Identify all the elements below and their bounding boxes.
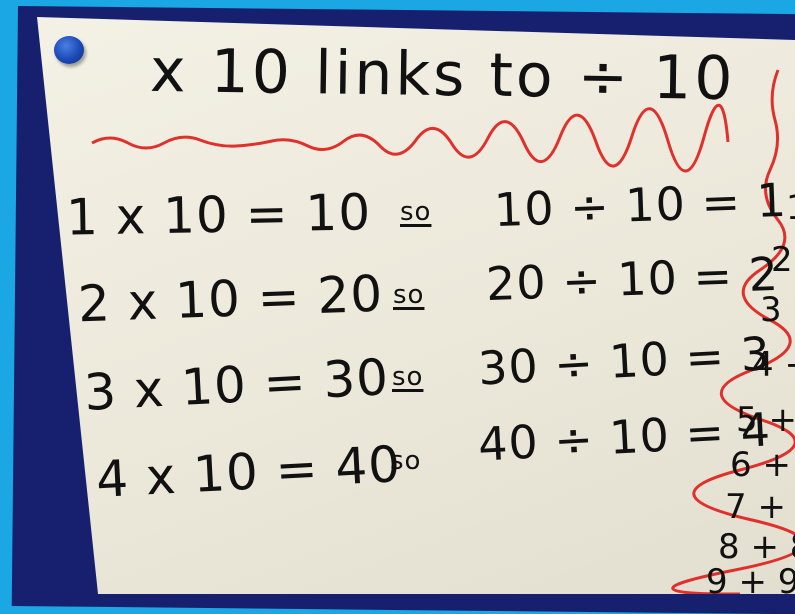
right-column-4: 4 + bbox=[752, 345, 795, 385]
equation-row-1-rhs: 10 ÷ 10 = 1 bbox=[493, 172, 788, 238]
right-column-6: 6 + 6 bbox=[730, 445, 795, 485]
right-column-5: 5 + bbox=[736, 400, 795, 440]
right-column-9: 9 + 9 bbox=[706, 562, 795, 602]
right-column-2: 2 bbox=[771, 240, 793, 280]
equation-row-2-lhs: 2 x 10 = 20 bbox=[77, 264, 385, 334]
push-pin-icon bbox=[54, 36, 84, 64]
equation-row-4-so: so bbox=[390, 446, 422, 476]
chart-title: x 10 links to ÷ 10 bbox=[149, 35, 736, 115]
equation-row-2-rhs: 20 ÷ 10 = 2 bbox=[485, 246, 780, 312]
right-column-8: 8 + 8 bbox=[718, 527, 795, 567]
equation-row-2-so: so bbox=[393, 280, 425, 310]
right-column-3: 3 bbox=[760, 290, 782, 330]
right-column-7: 7 + 7 bbox=[725, 487, 795, 527]
equation-row-1-lhs: 1 x 10 = 10 bbox=[65, 183, 372, 247]
equation-row-3-so: so bbox=[392, 362, 424, 392]
right-column-1: 1 bbox=[786, 188, 795, 228]
equation-row-1-so: so bbox=[400, 197, 432, 227]
